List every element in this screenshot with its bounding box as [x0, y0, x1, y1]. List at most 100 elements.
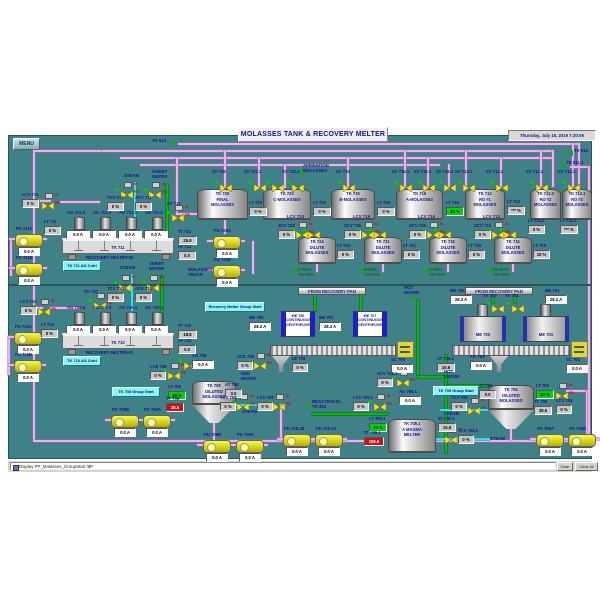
- agitator-motor-icon[interactable]: [126, 216, 137, 230]
- valve-icon-xv-723-1[interactable]: [253, 179, 267, 193]
- indicator-tt-710: 18.5: [178, 330, 197, 339]
- valve-icon[interactable]: [373, 226, 387, 240]
- pump-pu-711b[interactable]: [15, 263, 43, 276]
- pump-pu-705-1a[interactable]: [315, 434, 343, 447]
- pipe-molasses: [566, 390, 586, 392]
- valve-status-dot: [418, 181, 421, 184]
- group-start-button-recovery-melter-group-start[interactable]: Recovery Melter Group Start: [205, 302, 265, 312]
- clear-all-button[interactable]: Clear All: [575, 462, 598, 471]
- indicator-label: AT 705: [479, 383, 493, 388]
- conveyor-motor[interactable]: [571, 341, 588, 358]
- flow-label-a-mol: A-MOL TO PAN: [429, 267, 445, 277]
- pump-pu-705b[interactable]: [568, 434, 596, 447]
- indicator-label: TT 705.1: [364, 430, 381, 435]
- agitator-shaft: [130, 336, 131, 346]
- agitator-motor-icon[interactable]: [100, 311, 111, 325]
- pump-label: PU 725B: [214, 257, 231, 262]
- indicator-label: LT 705: [536, 383, 549, 388]
- pipe-water: [312, 413, 388, 415]
- tank-label: TK 719: [346, 191, 360, 196]
- valve-icon-xv-712-2[interactable]: [535, 179, 549, 193]
- melter-ag-control-button[interactable]: TK 711 AG Cntrl: [63, 261, 101, 271]
- group-start-button-tk-708-group-start[interactable]: TK 708 Group Start: [112, 387, 160, 397]
- pipe-molasses: [530, 438, 536, 440]
- vessel-me-701[interactable]: ME 701: [523, 303, 569, 344]
- indicator-label: TT 711: [178, 229, 192, 234]
- agitator-motor-icon[interactable]: [152, 216, 163, 230]
- valve-actuator-icon: [122, 275, 130, 281]
- valve-icon[interactable]: [272, 398, 286, 412]
- pump-pu-710b[interactable]: [14, 360, 42, 373]
- valve-icon[interactable]: [373, 398, 387, 412]
- pump-pu-709a[interactable]: [236, 440, 264, 453]
- pump-pu-725a[interactable]: [213, 236, 241, 249]
- valve-icon-xv-713-1[interactable]: [462, 179, 476, 193]
- agitator-motor-icon[interactable]: [100, 216, 111, 230]
- valve-icon-xv-723-2[interactable]: [291, 179, 305, 193]
- valve-icon-xv-712-1[interactable]: [567, 179, 581, 193]
- valve-icon-xv-701[interactable]: [511, 300, 525, 314]
- valve-icon-xv-719[interactable]: [342, 179, 356, 193]
- indicator-acv-711: 0 %: [135, 202, 152, 211]
- valve-icon[interactable]: [148, 186, 162, 200]
- pump-pu-710a[interactable]: [14, 332, 42, 345]
- pipe-molasses: [404, 150, 406, 188]
- valve-icon-xv-725[interactable]: [219, 179, 233, 193]
- indicator-label: LT 715: [533, 243, 546, 248]
- valve-icon-xv-716-1[interactable]: [399, 179, 413, 193]
- valve-icon[interactable]: [120, 186, 134, 200]
- centrifuge-text: CENTRIFUGE: [358, 322, 382, 327]
- indicator-label: TCV 711: [107, 195, 124, 200]
- vessel-me-700[interactable]: ME 700: [460, 303, 506, 344]
- valve-icon-xv-716-3[interactable]: [443, 179, 457, 193]
- valve-status-dot: [144, 188, 147, 191]
- menu-button[interactable]: MENU: [13, 138, 40, 150]
- agitator-motor-icon[interactable]: [126, 311, 137, 325]
- pipe-molasses: [41, 267, 47, 269]
- agitator-motor-icon[interactable]: [74, 216, 85, 230]
- indicator-label: LT 713: [507, 199, 520, 204]
- melter-ag-control-button[interactable]: TK 710 AG Cntrl: [63, 356, 101, 366]
- indicator-at-705: 0.0: [479, 390, 496, 399]
- conveyor-motor[interactable]: [397, 341, 414, 358]
- valve-icon[interactable]: [271, 179, 285, 193]
- pump-pu-711a[interactable]: [15, 234, 43, 247]
- clear-button[interactable]: Clear: [557, 462, 573, 471]
- indicator-label: AT 711: [178, 244, 192, 249]
- agitator-motor-icon[interactable]: [152, 311, 163, 325]
- pump-amps: 0.0 A: [216, 278, 238, 287]
- pump-pu-705a[interactable]: [536, 434, 564, 447]
- pump-pu-709b[interactable]: [203, 440, 231, 453]
- indicator-label: ACV 705.1: [377, 371, 398, 376]
- valve-icon-xv-716-2[interactable]: [422, 179, 436, 193]
- valve-icon-xv-700[interactable]: [491, 300, 505, 314]
- pump-pu-708a[interactable]: [143, 415, 171, 428]
- pump-amps: 0.0 A: [18, 247, 40, 256]
- indicator-lcv-711: 0 %: [22, 199, 39, 208]
- pipe-water: [417, 300, 419, 378]
- pipe-molasses: [176, 213, 198, 215]
- indicator-me-706: 28.3 A: [249, 322, 271, 331]
- tank-label: TK 716: [412, 191, 427, 196]
- valve-icon-sv-710[interactable]: [93, 297, 107, 311]
- indicator-label: TCV 705.1: [458, 428, 479, 433]
- flow-label-lcv-719: LCV 719: [353, 214, 370, 219]
- tank-sublabel: RO #1 MOLASSES: [473, 197, 497, 207]
- valve-flag-m: M: [481, 398, 484, 402]
- pipe-molasses: [224, 150, 226, 188]
- valve-icon[interactable]: [37, 303, 51, 317]
- pump-pu-725b[interactable]: [213, 265, 241, 278]
- valve-icon-xv-713-2[interactable]: [495, 179, 509, 193]
- agitator-paddle: [126, 250, 135, 251]
- pipe-molasses: [8, 337, 10, 375]
- valve-icon[interactable]: [253, 357, 267, 371]
- valve-flag-fb: FB: [134, 190, 139, 194]
- pump-pu-708b[interactable]: [111, 415, 139, 428]
- valve-icon[interactable]: [307, 226, 321, 240]
- group-start-button-tk-705-group-start[interactable]: TK 705 Group Start: [433, 386, 479, 396]
- agitator-motor-icon[interactable]: [74, 311, 85, 325]
- valve-icon[interactable]: [555, 387, 569, 401]
- pump-pu-705-1b[interactable]: [283, 434, 311, 447]
